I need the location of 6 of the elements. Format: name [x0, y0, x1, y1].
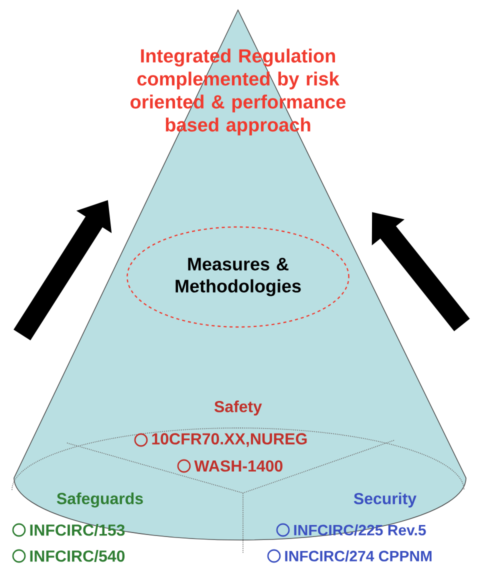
document-label: INFCIRC/153: [30, 524, 125, 536]
group-heading: Safety: [214, 400, 262, 416]
group-heading: Safeguards: [56, 492, 143, 508]
document-label: WASH-1400: [194, 460, 282, 472]
group-heading: Security: [354, 492, 416, 508]
document-label: 10CFR70.XX,NUREG: [152, 433, 307, 447]
